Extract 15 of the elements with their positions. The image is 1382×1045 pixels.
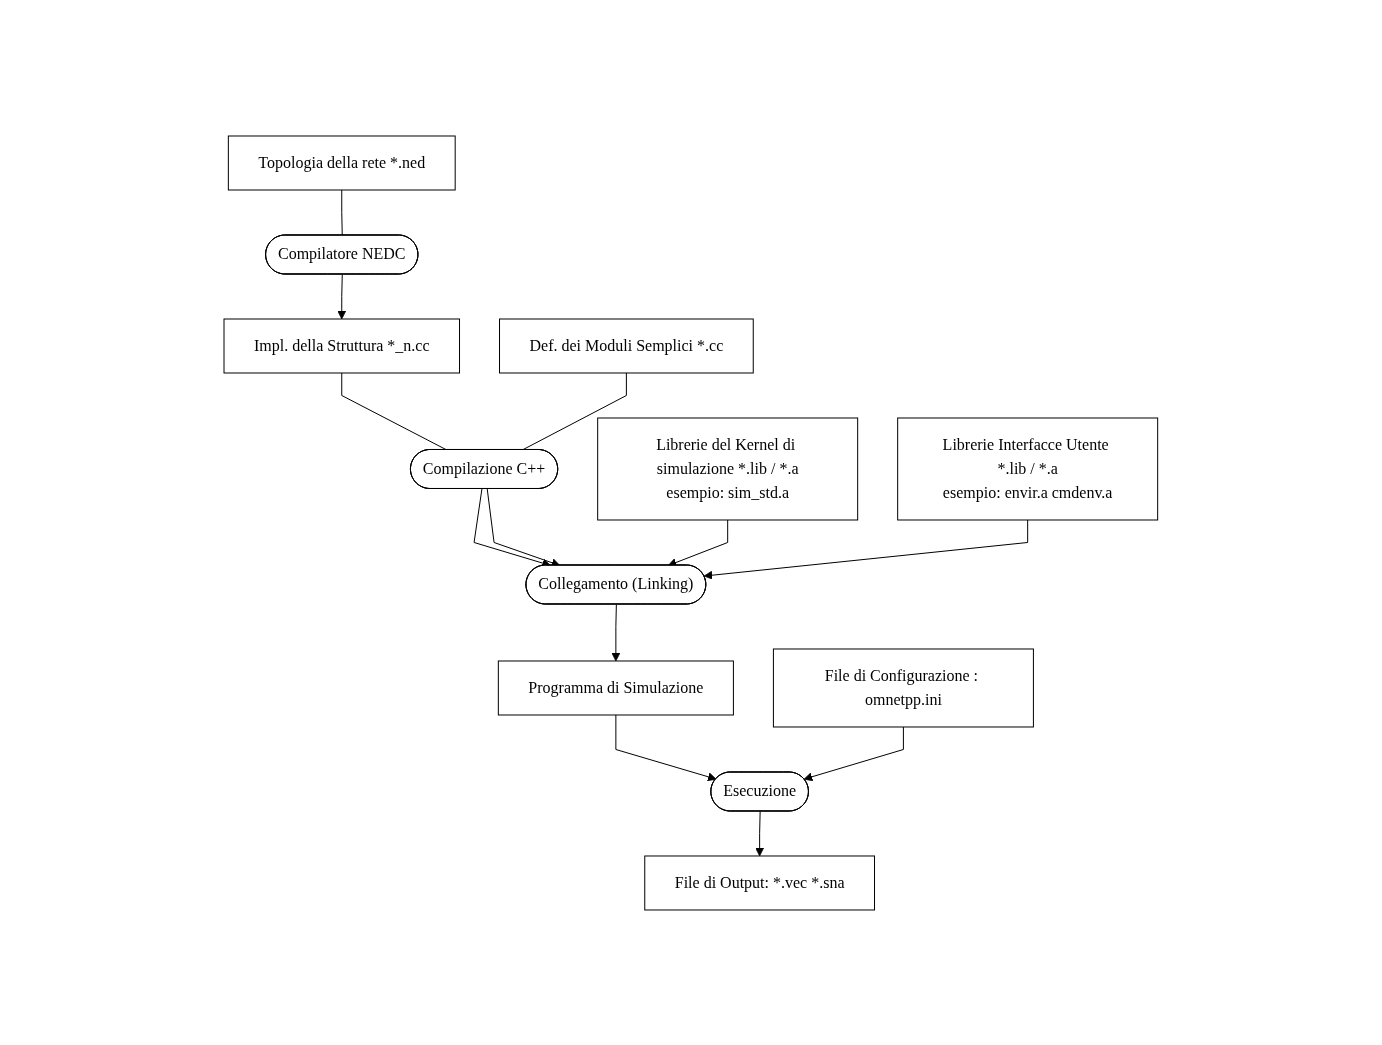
arrow	[703, 519, 1029, 580]
node-box: Impl. della Struttura *_n.cc	[223, 318, 461, 373]
node-box: Def. dei Moduli Semplici *.cc	[499, 318, 754, 373]
connector	[341, 189, 343, 236]
node-box: Librerie del Kernel di simulazione *.lib / *.a esempio: sim_std.a	[597, 417, 859, 520]
node-box: File di Output: *.vec *.sna	[644, 855, 876, 910]
node-box: Librerie Interfacce Utente *.lib / *.a esempio: envir.a cmdenv.a	[897, 417, 1159, 520]
arrow	[337, 273, 347, 319]
arrow	[615, 714, 717, 781]
arrow	[611, 603, 621, 661]
node-box: Programma di Simulazione	[498, 660, 735, 715]
arrow	[803, 726, 905, 781]
node-box: Topologia della rete *.ned	[228, 135, 456, 190]
node-box: File di Configurazione : omnetpp.ini	[773, 648, 1035, 727]
arrow	[755, 810, 765, 856]
